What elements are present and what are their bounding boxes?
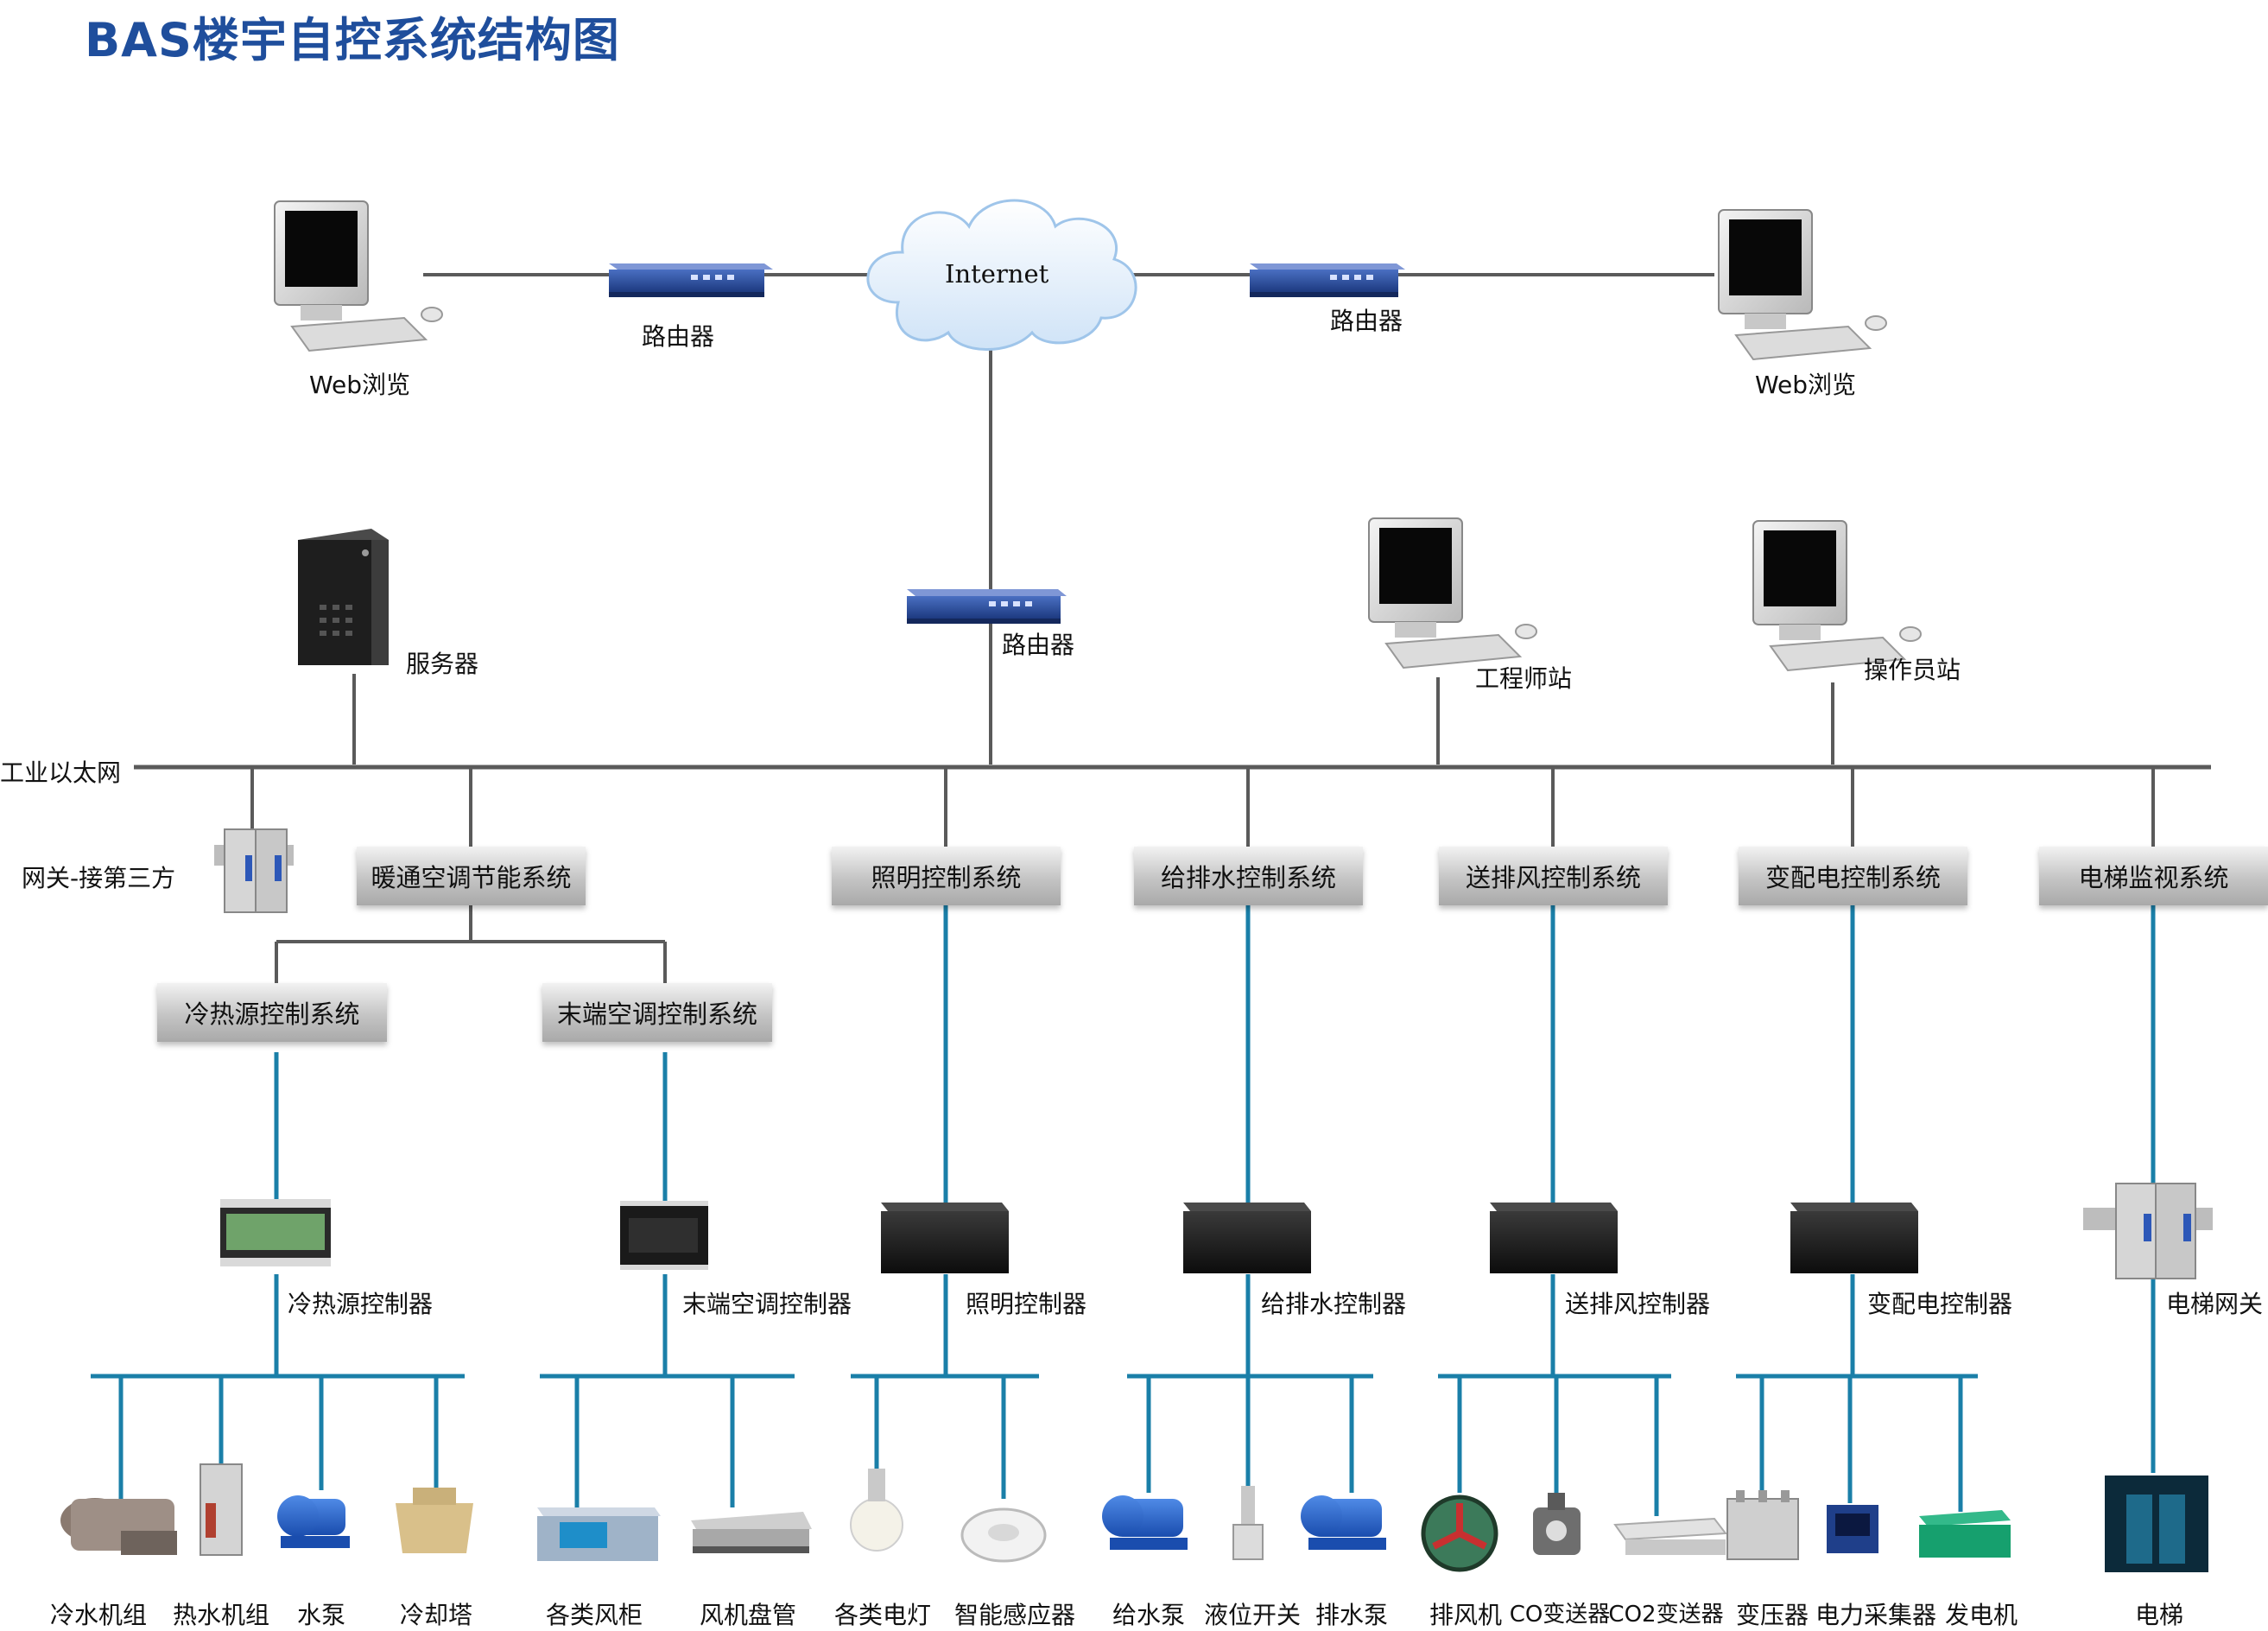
ventilation-controller-icon <box>1490 1203 1618 1273</box>
web-right-computer-icon <box>1718 209 1887 361</box>
internet-cloud-icon <box>866 199 1137 351</box>
chiller-icon <box>60 1498 177 1555</box>
power-controller-label: 变配电控制器 <box>1867 1290 2013 1318</box>
hot-water-unit-label: 热水机组 <box>172 1601 270 1629</box>
chiller-heat-source-controller-label: 冷热源控制器 <box>288 1290 434 1318</box>
elevator-gateway-label: 电梯网关 <box>2166 1290 2264 1318</box>
terminal-ac-controller-icon <box>620 1201 708 1270</box>
level-switch-icon <box>1232 1486 1264 1560</box>
web-right-label: Web浏览 <box>1755 371 1857 399</box>
engineer-station-computer-icon <box>1368 517 1537 670</box>
system-power: 变配电控制系统 <box>1739 847 1967 905</box>
lamp-icon <box>850 1469 903 1552</box>
co2-transmitter-icon <box>1613 1517 1727 1555</box>
fan-coil-label: 风机盘管 <box>699 1601 797 1629</box>
field-lines <box>91 905 2156 1516</box>
co-transmitter-label: CO变送器 <box>1509 1602 1611 1628</box>
smart-sensor-icon <box>960 1507 1047 1563</box>
chiller-heat-source-controller-icon <box>220 1199 331 1266</box>
internet-label: Internet <box>945 259 1049 289</box>
system-ventilation: 送排风控制系统 <box>1439 847 1668 905</box>
supply-pump-label: 给水泵 <box>1112 1601 1186 1629</box>
transformer-label: 变压器 <box>1735 1601 1809 1629</box>
system-water: 给排水控制系统 <box>1134 847 1363 905</box>
power-collector-label: 电力采集器 <box>1815 1601 1937 1629</box>
exhaust-fan-label: 排风机 <box>1429 1601 1503 1629</box>
generator-icon <box>1919 1510 2011 1558</box>
engineer-station-label: 工程师站 <box>1475 664 1573 693</box>
lighting-controller-label: 照明控制器 <box>966 1290 1087 1318</box>
cooling-tower-icon <box>396 1488 473 1553</box>
terminal-ac-controller-label: 末端空调控制器 <box>682 1290 852 1318</box>
generator-label: 发电机 <box>1944 1601 2018 1629</box>
gateway-third-party-icon <box>214 828 294 913</box>
pump-label: 水泵 <box>296 1601 346 1629</box>
hot-water-unit-icon <box>200 1463 243 1556</box>
web-left-label: Web浏览 <box>309 371 411 399</box>
water-controller-label: 给排水控制器 <box>1261 1290 1407 1318</box>
elevator-icon <box>2105 1476 2208 1572</box>
power-collector-icon <box>1827 1505 1878 1553</box>
co-transmitter-icon <box>1533 1493 1581 1555</box>
level-switch-label: 液位开关 <box>1203 1601 1302 1629</box>
router-right-label: 路由器 <box>1330 307 1403 335</box>
operator-station-computer-icon <box>1752 520 1922 672</box>
system-elevator: 电梯监视系统 <box>2039 847 2268 905</box>
router-right-icon <box>1250 263 1405 297</box>
elevator-gateway-icon <box>2083 1183 2213 1279</box>
router-left-icon <box>609 263 773 297</box>
router-center-label: 路由器 <box>1002 631 1075 659</box>
bus-drops <box>250 767 2155 983</box>
exhaust-fan-icon <box>1421 1495 1498 1572</box>
system-chiller-heat-source: 冷热源控制系统 <box>157 983 387 1042</box>
elevator-label: 电梯 <box>2134 1601 2184 1629</box>
wan-lines <box>352 273 1834 765</box>
transformer-icon <box>1726 1490 1799 1560</box>
lighting-controller-icon <box>881 1203 1009 1273</box>
web-left-computer-icon <box>274 200 443 352</box>
diagram-title: BAS楼宇自控系统结构图 <box>85 13 620 67</box>
gateway-third-party-label: 网关-接第三方 <box>22 864 176 892</box>
power-controller-icon <box>1790 1203 1918 1273</box>
pump-icon <box>277 1495 350 1548</box>
supply-pump-icon <box>1102 1495 1188 1550</box>
smart-sensor-label: 智能感应器 <box>953 1601 1076 1629</box>
system-terminal-ac: 末端空调控制系统 <box>542 983 772 1042</box>
fan-coil-icon <box>691 1512 812 1553</box>
ventilation-controller-label: 送排风控制器 <box>1565 1290 1711 1318</box>
drain-pump-icon <box>1301 1495 1386 1550</box>
system-lighting: 照明控制系统 <box>832 847 1061 905</box>
system-hvac: 暖通空调节能系统 <box>357 847 586 905</box>
server-label: 服务器 <box>406 650 479 678</box>
co2-transmitter-label: CO2变送器 <box>1608 1602 1724 1628</box>
router-center-icon <box>907 589 1067 624</box>
industrial-ethernet-label: 工业以太网 <box>0 758 122 787</box>
lamp-label: 各类电灯 <box>833 1601 932 1629</box>
cooling-tower-label: 冷却塔 <box>399 1601 473 1629</box>
drain-pump-label: 排水泵 <box>1315 1601 1389 1629</box>
ahu-icon <box>537 1507 661 1561</box>
ahu-label: 各类风柜 <box>545 1601 643 1629</box>
chiller-label: 冷水机组 <box>49 1601 148 1629</box>
router-left-label: 路由器 <box>642 322 715 351</box>
operator-station-label: 操作员站 <box>1864 656 1961 684</box>
server-icon <box>298 529 389 665</box>
water-controller-icon <box>1183 1203 1311 1273</box>
